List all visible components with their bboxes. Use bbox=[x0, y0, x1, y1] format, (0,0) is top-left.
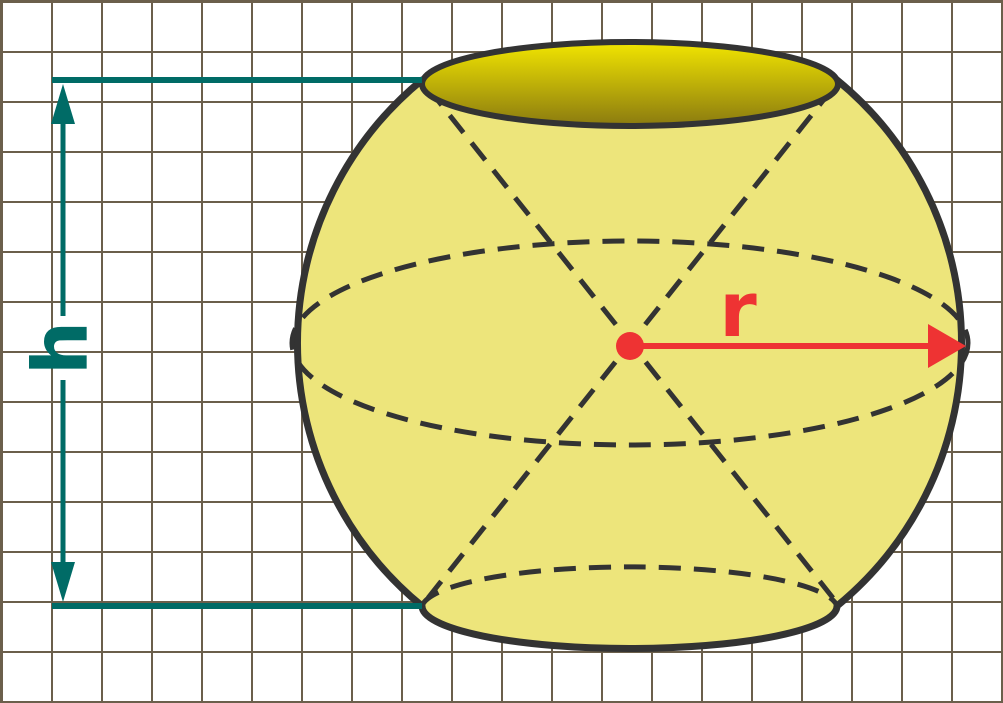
height-arrow-top bbox=[51, 84, 75, 124]
radius-arrow bbox=[616, 324, 966, 368]
top-base-ellipse bbox=[419, 39, 841, 129]
spherical-layer-body bbox=[293, 76, 966, 652]
center-point bbox=[616, 332, 644, 360]
height-label: h bbox=[16, 321, 105, 375]
height-dimension bbox=[51, 77, 422, 609]
height-arrow-bottom bbox=[51, 562, 75, 602]
equator-ellipse bbox=[289, 238, 971, 448]
radius-label: r bbox=[719, 265, 757, 354]
bottom-base-back-arc bbox=[419, 564, 840, 607]
